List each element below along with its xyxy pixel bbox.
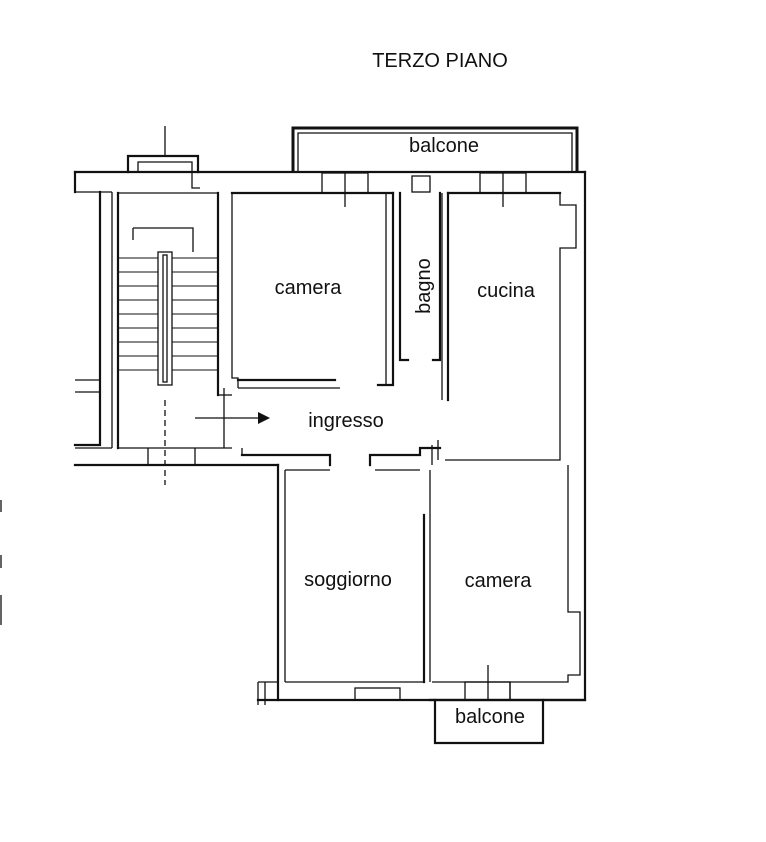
room-label-balcone-top: balcone — [409, 135, 479, 157]
room-label-soggiorno: soggiorno — [304, 569, 392, 591]
entrance-arrow-icon — [258, 412, 270, 424]
room-label-camera-1: camera — [275, 277, 343, 299]
walls — [73, 126, 587, 745]
room-label-bagno: bagno — [413, 258, 435, 314]
room-label-cucina: cucina — [477, 280, 536, 302]
room-label-balcone-bottom: balcone — [455, 706, 525, 728]
room-labels: balcone camera bagno cucina ingresso sog… — [275, 135, 536, 728]
room-label-ingresso: ingresso — [308, 410, 384, 432]
staircase — [118, 227, 270, 485]
room-label-camera-2: camera — [465, 570, 533, 592]
floor-title: TERZO PIANO — [372, 50, 508, 72]
